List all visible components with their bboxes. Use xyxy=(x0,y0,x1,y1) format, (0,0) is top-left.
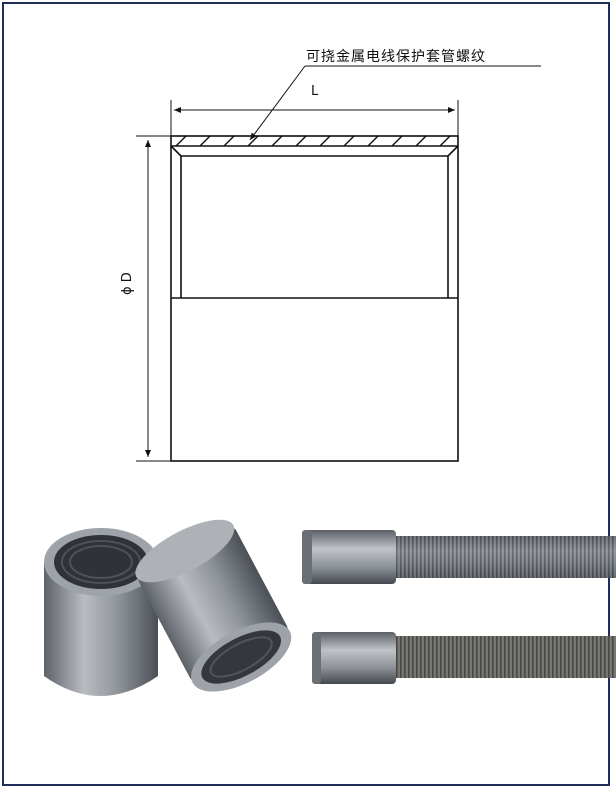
length-label: L xyxy=(311,84,319,99)
length-dimension xyxy=(170,100,459,136)
callout-leader xyxy=(249,65,541,141)
coupling-section xyxy=(170,135,459,462)
couplings-on-flexible-conduit-icon xyxy=(302,530,616,684)
technical-drawing xyxy=(136,65,541,462)
product-photos xyxy=(44,519,616,696)
two-threaded-couplings-icon xyxy=(44,519,292,696)
diameter-label: ϕ D xyxy=(120,272,135,295)
diameter-dimension xyxy=(136,135,172,462)
callout-label: 可挠金属电线保护套管螺纹 xyxy=(306,49,486,65)
thread-hatching xyxy=(175,135,451,147)
